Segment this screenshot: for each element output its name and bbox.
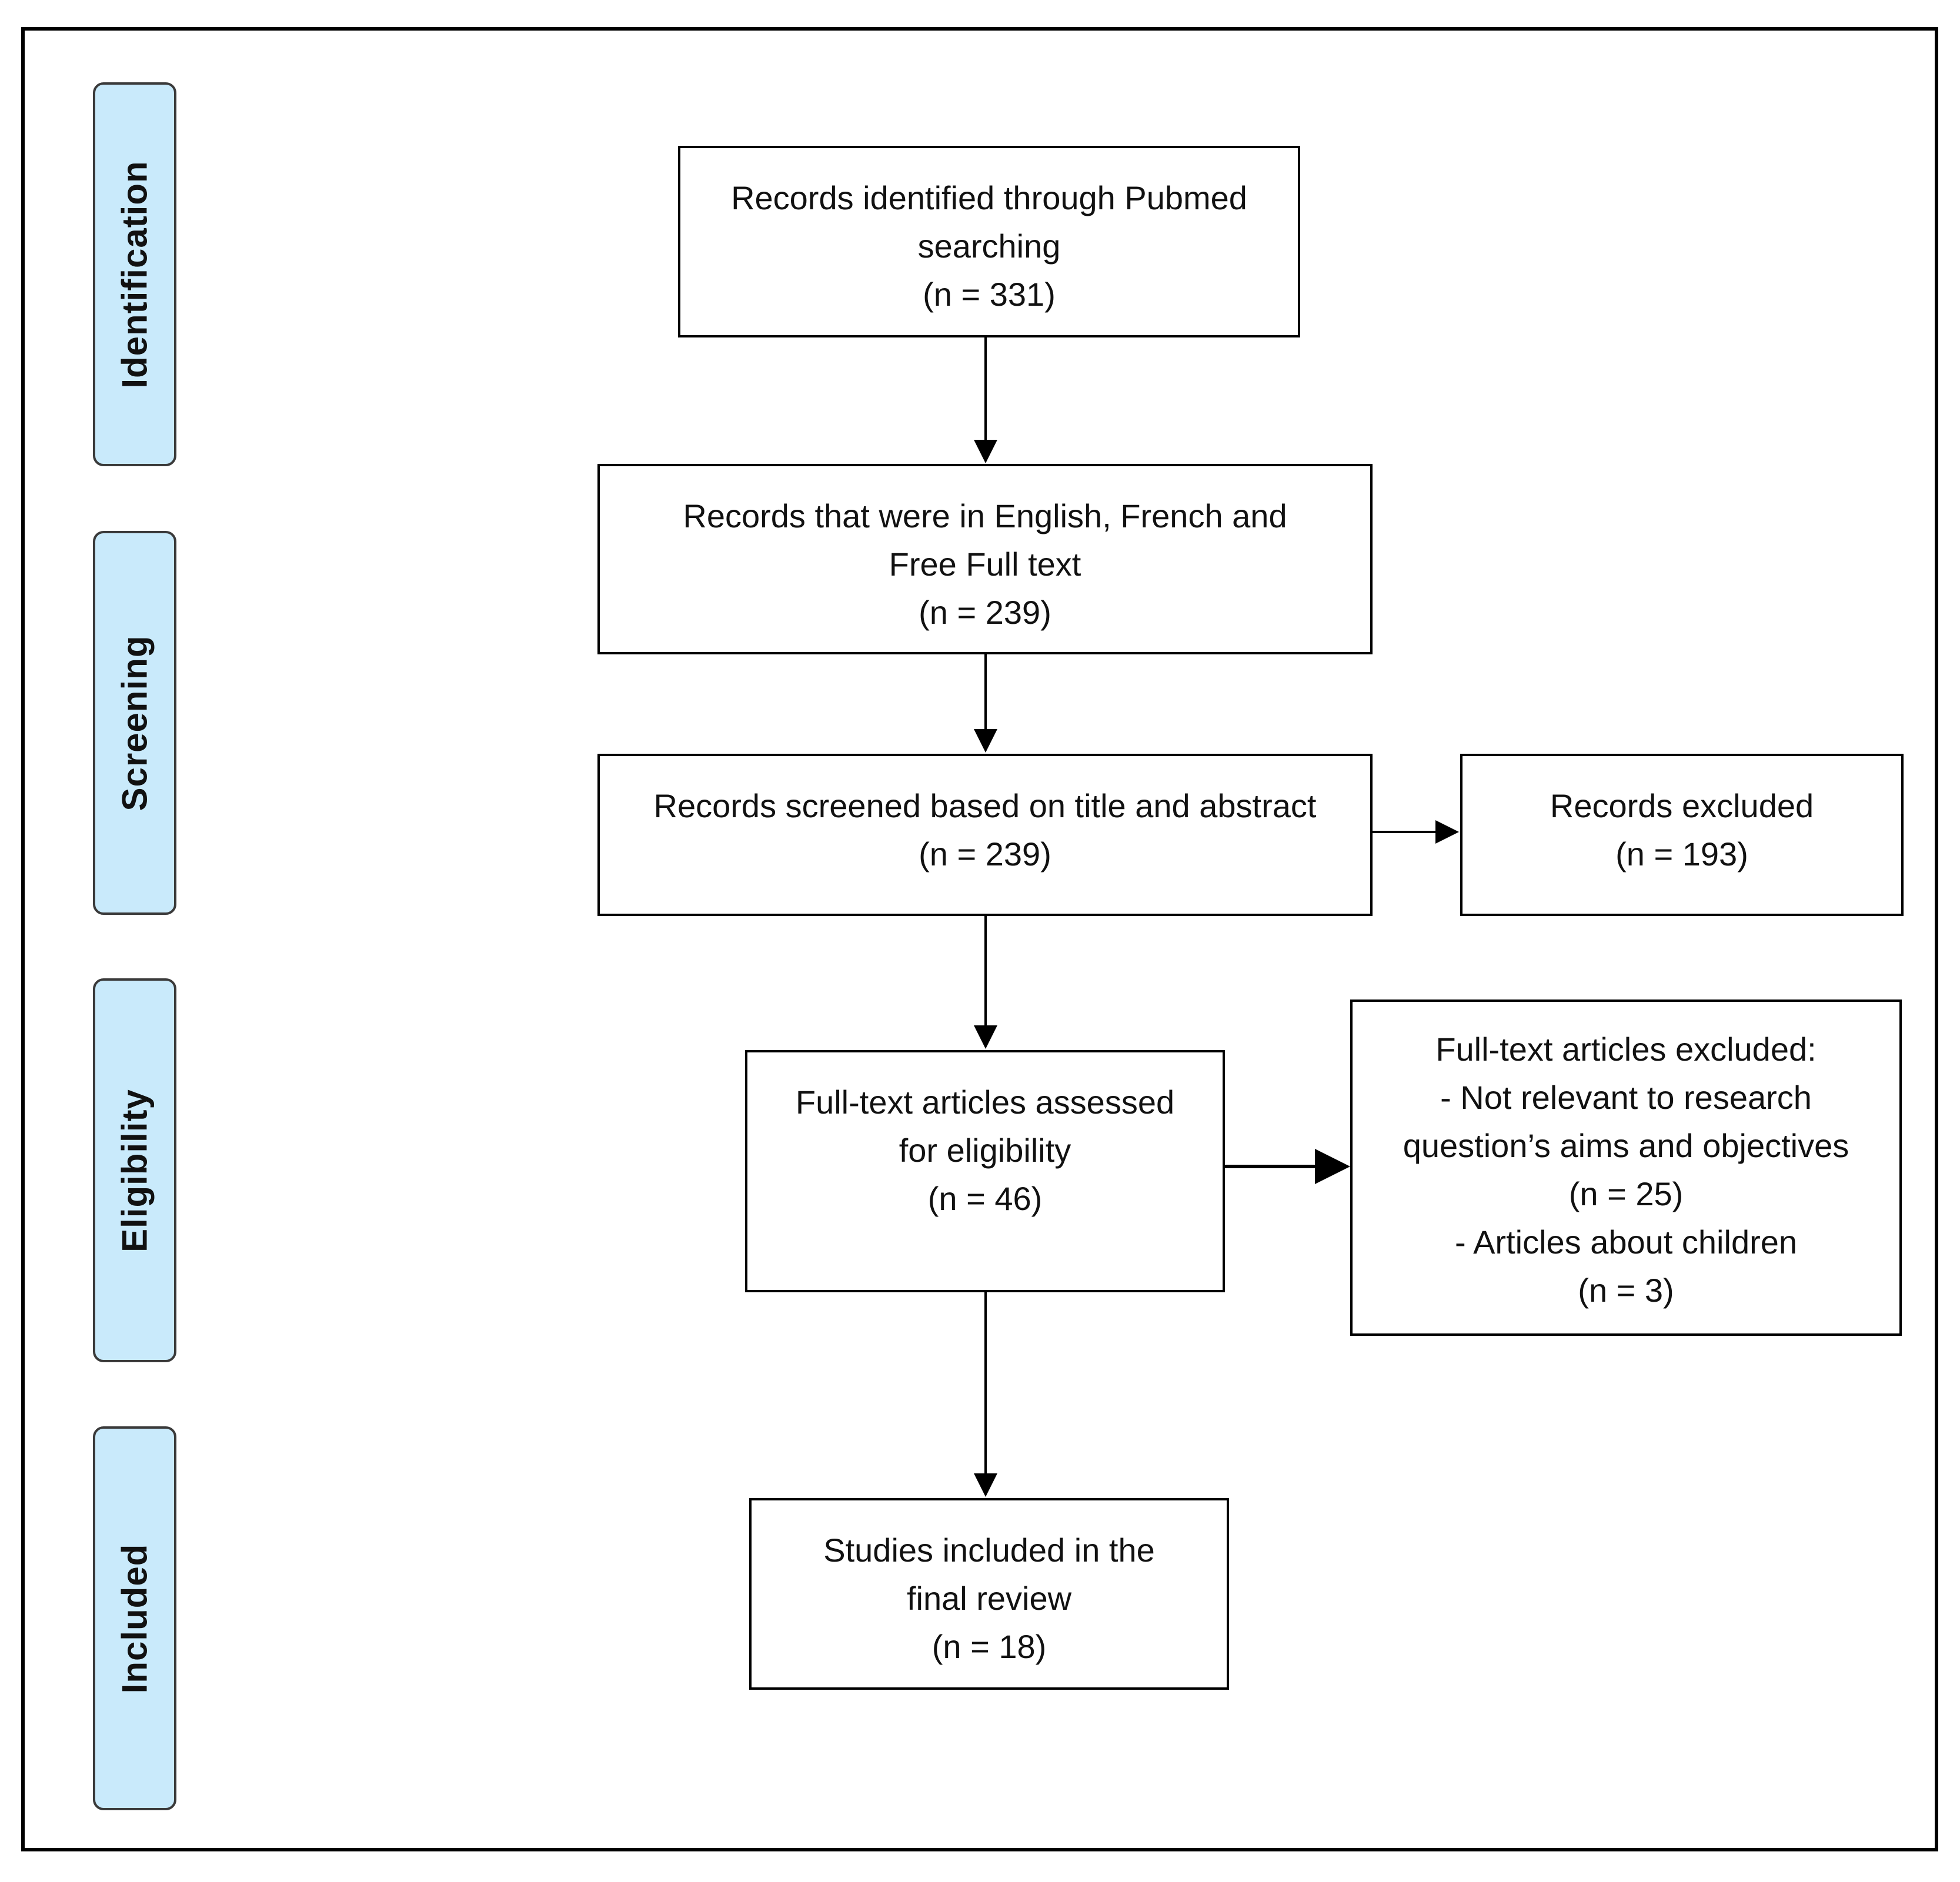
phase-identification: Identification xyxy=(93,82,176,466)
box-full-text-excluded-line2: - Not relevant to research xyxy=(1440,1079,1812,1116)
box-full-text-excluded: Full-text articles excluded: - Not relev… xyxy=(1350,1000,1902,1336)
box-full-text-excluded-line1: Full-text articles excluded: xyxy=(1435,1031,1817,1068)
box-records-english-french: Records that were in English, French and… xyxy=(597,464,1373,654)
box-full-text-excluded-count1: (n = 25) xyxy=(1568,1175,1684,1212)
box-records-screened-line1: Records screened based on title and abst… xyxy=(653,787,1317,824)
box-full-text-assessed-line1: Full-text articles assessed xyxy=(795,1084,1175,1121)
box-full-text-excluded-line3: question’s aims and objectives xyxy=(1403,1127,1849,1164)
box-records-english-french-line2: Free Full text xyxy=(889,546,1081,583)
box-records-excluded-line1: Records excluded xyxy=(1550,787,1814,824)
box-records-english-french-line1: Records that were in English, French and xyxy=(683,497,1287,534)
diagram-frame xyxy=(21,27,1938,1851)
box-records-identified-line2: searching xyxy=(917,228,1061,265)
box-full-text-excluded-count2: (n = 3) xyxy=(1578,1272,1674,1309)
box-studies-included-count: (n = 18) xyxy=(931,1628,1047,1665)
box-records-excluded-count: (n = 193) xyxy=(1615,835,1748,873)
box-studies-included: Studies included in the final review (n … xyxy=(749,1498,1229,1690)
box-full-text-assessed-line2: for eligibility xyxy=(899,1132,1071,1169)
box-records-screened: Records screened based on title and abst… xyxy=(597,754,1373,916)
box-records-identified: Records identified through Pubmed search… xyxy=(678,146,1300,337)
box-full-text-excluded-line4: - Articles about children xyxy=(1454,1224,1798,1261)
box-studies-included-line2: final review xyxy=(906,1580,1072,1617)
box-records-excluded: Records excluded (n = 193) xyxy=(1460,754,1904,916)
phase-included: Included xyxy=(93,1426,176,1810)
box-records-identified-count: (n = 331) xyxy=(923,276,1056,313)
phase-screening: Screening xyxy=(93,531,176,915)
box-records-screened-count: (n = 239) xyxy=(919,835,1051,873)
phase-eligibility: Eligibility xyxy=(93,978,176,1362)
box-full-text-assessed-count: (n = 46) xyxy=(927,1180,1043,1217)
box-records-identified-line1: Records identified through Pubmed xyxy=(731,179,1247,216)
box-records-english-french-count: (n = 239) xyxy=(919,594,1051,631)
box-full-text-assessed: Full-text articles assessed for eligibil… xyxy=(745,1050,1225,1292)
box-studies-included-line1: Studies included in the xyxy=(823,1532,1155,1569)
